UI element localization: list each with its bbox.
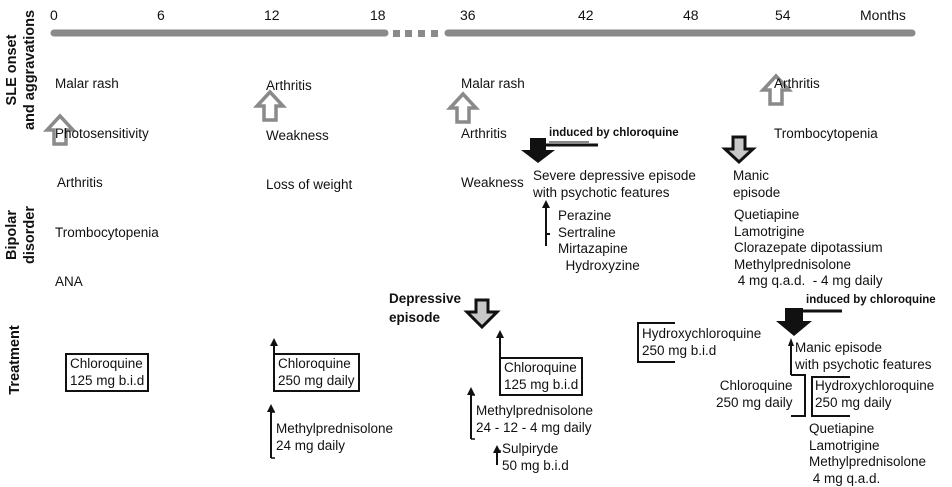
- sle-symptom: Arthritis: [266, 78, 312, 93]
- sle-event-list: Arthritis Weakness Loss of weight: [266, 45, 352, 210]
- up-arrow-bracket-icon: [267, 404, 275, 459]
- manic-episode-treatment: Quetiapine Lamotrigine Clorazepate dipot…: [734, 207, 883, 288]
- treatment-sulpiryde: Sulpiryde 50 mg b.i.d: [502, 441, 569, 473]
- sle-event-list: Arthritis Trombocytopenia: [774, 43, 878, 159]
- sle-symptom: Trombocytopenia: [55, 224, 159, 240]
- tick-label: 12: [264, 7, 280, 23]
- sle-symptom: Trombocytopenia: [774, 125, 878, 141]
- treatment-chloroquine-125-b: Chloroquine 125 mg b.i.d: [499, 357, 584, 396]
- sle-symptom: Malar rash: [461, 76, 525, 91]
- treatment-hydroxychloroquine-bid: Hydroxychloroquine 250 mg b.i.d: [642, 326, 762, 358]
- down-arrow-outline-icon: [721, 135, 757, 165]
- treatment-chloroquine-250: Chloroquine 250 mg daily: [273, 353, 360, 392]
- up-arrow-bracket-icon: [790, 344, 850, 417]
- up-arrow-line-icon: [493, 445, 501, 465]
- up-arrow-icon: [42, 113, 78, 146]
- down-arrow-outline-icon: [463, 298, 501, 330]
- sle-symptom: ANA: [55, 274, 83, 289]
- treatment-chloroquine-125: Chloroquine 125 mg b.i.d: [65, 353, 150, 392]
- sle-symptom: Arthritis: [57, 175, 103, 190]
- lane-label-treatment: Treatment: [7, 325, 23, 395]
- treatment-chloroquine-250-b: Chloroquine 250 mg daily: [716, 378, 793, 410]
- axis-break-dash: [405, 30, 412, 37]
- sle-event-list: Malar rash Photosensitivity Arthritis Tr…: [55, 43, 159, 307]
- treatment-hydroxychloroquine-daily: Hydroxychloroquine 250 mg daily: [815, 378, 935, 410]
- sle-symptom: Arthritis: [774, 76, 820, 91]
- manic-episode-psychotic: Manic episode with psychotic features: [795, 340, 932, 372]
- sle-event-list: Malar rash Arthritis Weakness: [461, 43, 525, 208]
- down-arrow-solid-icon: [776, 308, 842, 336]
- tick-label: 36: [460, 7, 476, 23]
- sle-symptom: Weakness: [266, 127, 329, 143]
- axis-break-dash: [393, 30, 400, 37]
- tick-label: 0: [50, 7, 58, 23]
- tick-label: 54: [775, 7, 791, 23]
- tick-label: 48: [683, 7, 699, 23]
- treatment-methylprednisolone-taper: Methylprednisolone 24 - 12 - 4 mg daily: [476, 403, 594, 435]
- up-arrow-bracket-icon: [467, 387, 475, 440]
- axis-unit-label: Months: [860, 7, 906, 23]
- sle-symptom: Weakness: [461, 175, 524, 190]
- up-arrow-head: [788, 338, 794, 346]
- severe-depressive-episode: Severe depressive episode with psychotic…: [533, 168, 696, 200]
- sle-symptom: Arthritis: [461, 125, 507, 141]
- axis-break-dash: [418, 30, 425, 37]
- induced-by-chloroquine-label: induced by chloroquine: [806, 294, 936, 306]
- sle-symptom: Photosensitivity: [55, 125, 149, 141]
- treatment-methylprednisolone-24: Methylprednisolone 24 mg daily: [276, 421, 394, 453]
- final-treatment: Quetiapine Lamotrigine Methylprednisolon…: [809, 421, 927, 486]
- up-arrow-icon: [445, 91, 481, 124]
- tick-label: 42: [578, 7, 594, 23]
- axis-break-dash: [431, 30, 438, 37]
- hcq-bracket: [637, 322, 675, 363]
- severe-episode-treatment: Perazine Sertraline Mirtazapine Hydroxyz…: [558, 208, 640, 273]
- up-arrow-icon: [758, 73, 794, 106]
- lane-label-sle: SLE onset and aggravations: [4, 9, 38, 131]
- induced-by-chloroquine-label: induced by chloroquine: [549, 127, 679, 139]
- up-arrow-icon: [252, 89, 288, 122]
- sle-symptom: Malar rash: [55, 76, 119, 91]
- tick-label: 18: [370, 7, 386, 23]
- sle-symptom: Loss of weight: [266, 177, 353, 192]
- lane-label-bipolar: Bipolar disorder: [4, 206, 38, 265]
- manic-episode: Manic episode: [733, 168, 781, 200]
- down-arrow-solid-icon: [521, 138, 598, 163]
- tick-label: 6: [157, 7, 165, 23]
- up-arrow-bracket-icon: [542, 200, 550, 246]
- depressive-episode: Depressive episode: [389, 291, 462, 325]
